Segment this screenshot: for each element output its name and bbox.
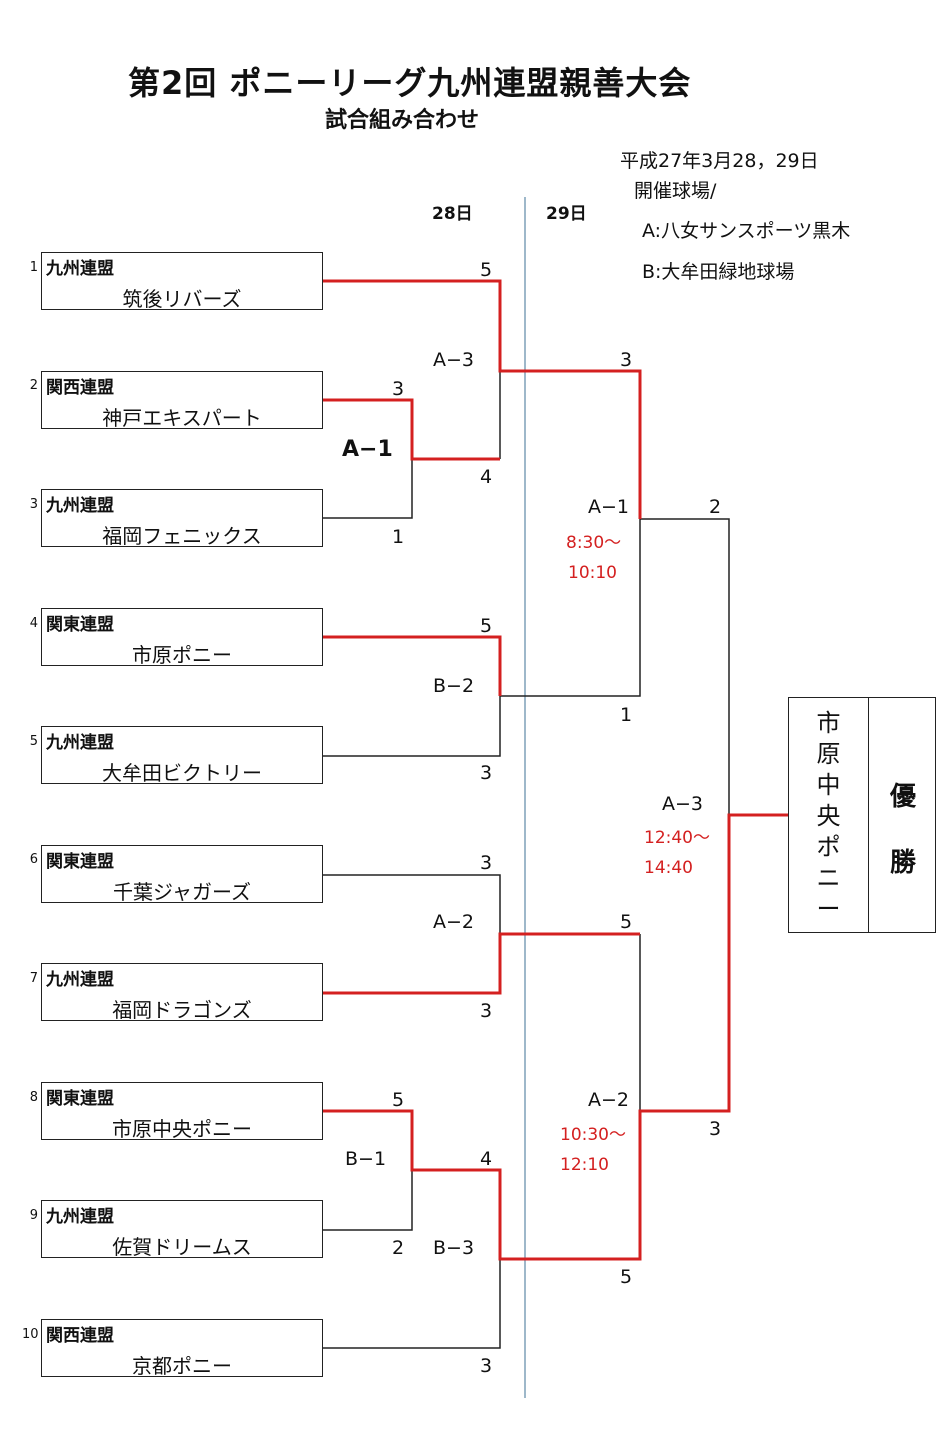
venue-a: A:八女サンスポーツ黒木 [642,220,851,242]
game-time: 8:30〜 [566,533,621,553]
team-league: 九州連盟 [46,259,114,279]
game-time: 10:30〜 [560,1125,626,1145]
team-box: 九州連盟 福岡ドラゴンズ [41,963,323,1022]
team-seed: 3 [29,497,38,512]
team-seed: 8 [29,1090,38,1105]
bracket-line [500,519,641,697]
game-code: B−1 [345,1148,386,1170]
team-box: 関東連盟 千葉ジャガーズ [41,845,323,904]
bracket-line [323,696,501,757]
score-label: 3 [480,852,492,874]
team-box: 九州連盟 福岡フェニックス [41,489,323,548]
team-name: 神戸エキスパート [102,406,262,430]
team-league: 九州連盟 [46,496,114,516]
team-box: 関東連盟 市原中央ポニー [41,1082,323,1141]
score-label: 1 [620,704,632,726]
day1-label: 28日 [432,204,473,224]
game-code: B−2 [433,675,474,697]
game-code: A−2 [433,911,474,933]
team-seed: 7 [29,971,38,986]
bracket-line [323,874,501,934]
team-name: 佐賀ドリームス [112,1235,252,1259]
game-code: A−1 [588,496,629,518]
team-seed: 5 [29,734,38,749]
score-label: 5 [392,1089,404,1111]
team-name: 筑後リバーズ [122,287,242,311]
champion-name: 市原中央ポニー [816,709,841,923]
score-label: 3 [620,349,632,371]
game-code: A−3 [433,349,474,371]
winner-line [323,932,640,995]
score-label: 2 [709,496,721,518]
team-league: 関西連盟 [46,378,114,398]
winner-line [323,813,788,1261]
bracket-line [323,1170,413,1231]
team-seed: 1 [29,260,38,275]
team-box: 九州連盟 佐賀ドリームス [41,1200,323,1259]
score-label: 3 [392,378,404,400]
game-time: 12:10 [560,1155,609,1175]
team-name: 千葉ジャガーズ [113,880,251,904]
team-name: 京都ポニー [132,1354,232,1378]
team-box: 関西連盟 京都ポニー [41,1319,323,1378]
team-league: 関東連盟 [46,1089,114,1109]
team-league: 関東連盟 [46,852,114,872]
score-label: 3 [709,1118,721,1140]
team-league: 関西連盟 [46,1326,114,1346]
team-name: 市原中央ポニー [112,1117,252,1141]
winner-line [323,635,502,696]
champion-box: 市原中央ポニー 優勝 [788,697,936,933]
bracket-line [640,518,730,815]
team-name: 大牟田ビクトリー [102,761,262,785]
team-league: 九州連盟 [46,970,114,990]
team-seed: 4 [29,616,38,631]
score-label: 5 [620,1266,632,1288]
score-label: 3 [480,1355,492,1377]
team-league: 九州連盟 [46,733,114,753]
game-code: A−2 [588,1089,629,1111]
game-code: B−3 [433,1237,474,1259]
venue-heading: 開催球場/ [634,180,717,202]
team-box: 九州連盟 大牟田ビクトリー [41,726,323,785]
team-box: 関東連盟 市原ポニー [41,608,323,667]
team-name: 市原ポニー [132,643,232,667]
tournament-date: 平成27年3月28，29日 [620,150,819,172]
day2-label: 29日 [546,204,587,224]
score-label: 3 [480,762,492,784]
bracket-line [323,1259,501,1349]
score-label: 5 [480,259,492,281]
team-league: 九州連盟 [46,1207,114,1227]
score-label: 5 [620,911,632,933]
champion-label: 優勝 [889,782,916,878]
champion-divider [868,698,869,932]
team-box: 関西連盟 神戸エキスパート [41,371,323,430]
score-label: 1 [392,526,404,548]
score-label: 4 [480,1148,492,1170]
page-title: 第2回 ポニーリーグ九州連盟親善大会 [128,64,692,102]
team-seed: 2 [29,378,38,393]
winner-line [323,398,500,461]
game-code: A−3 [662,793,703,815]
team-seed: 9 [29,1208,38,1223]
score-label: 4 [480,466,492,488]
team-league: 関東連盟 [46,615,114,635]
game-time: 12:40〜 [644,828,710,848]
team-name: 福岡ドラゴンズ [112,998,252,1022]
score-label: 2 [392,1237,404,1259]
score-label: 5 [480,615,492,637]
score-label: 3 [480,1000,492,1022]
bracket-line [323,459,413,519]
team-seed: 10 [22,1327,39,1342]
venue-b: B:大牟田緑地球場 [642,261,795,283]
game-time: 10:10 [568,563,617,583]
winner-line [323,279,642,519]
page-subtitle: 試合組み合わせ [325,108,480,133]
game-time: 14:40 [644,858,693,878]
team-seed: 6 [29,852,38,867]
game-code-bold: A−1 [342,437,393,462]
team-name: 福岡フェニックス [102,524,262,548]
team-box: 九州連盟 筑後リバーズ [41,252,323,311]
